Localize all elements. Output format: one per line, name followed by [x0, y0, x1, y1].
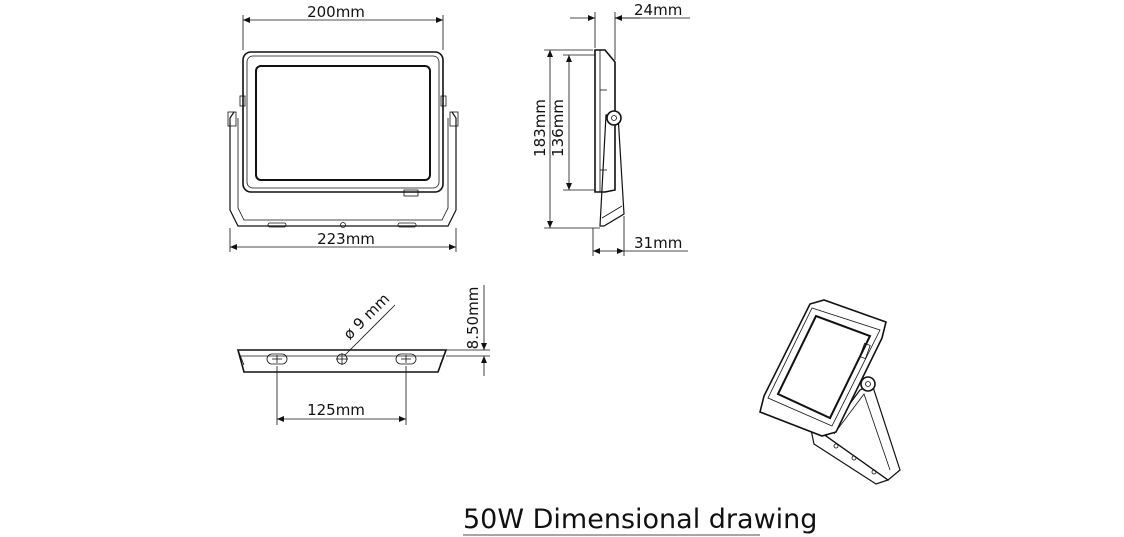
drawing-title: 50W Dimensional drawing [463, 504, 817, 535]
bracket-thickness-label: 8.50mm [464, 287, 482, 350]
side-depth-bottom-label: 31mm [634, 234, 682, 252]
front-view: 200mm 223mm [227, 3, 459, 252]
perspective-view [759, 299, 901, 485]
bracket-width-label: 223mm [317, 230, 375, 248]
front-width-label: 200mm [307, 3, 365, 21]
side-view: 24mm 31mm 183mm 136mm [531, 1, 690, 256]
panel-height-label: 136mm [549, 99, 567, 157]
hole-diameter-label: ø 9 mm [340, 290, 393, 343]
side-depth-top-label: 24mm [634, 1, 682, 19]
hole-spacing-label: 125mm [307, 401, 365, 419]
overall-height-label: 183mm [531, 99, 549, 157]
bracket-view: ø 9 mm 125mm 8.50mm [236, 285, 490, 425]
